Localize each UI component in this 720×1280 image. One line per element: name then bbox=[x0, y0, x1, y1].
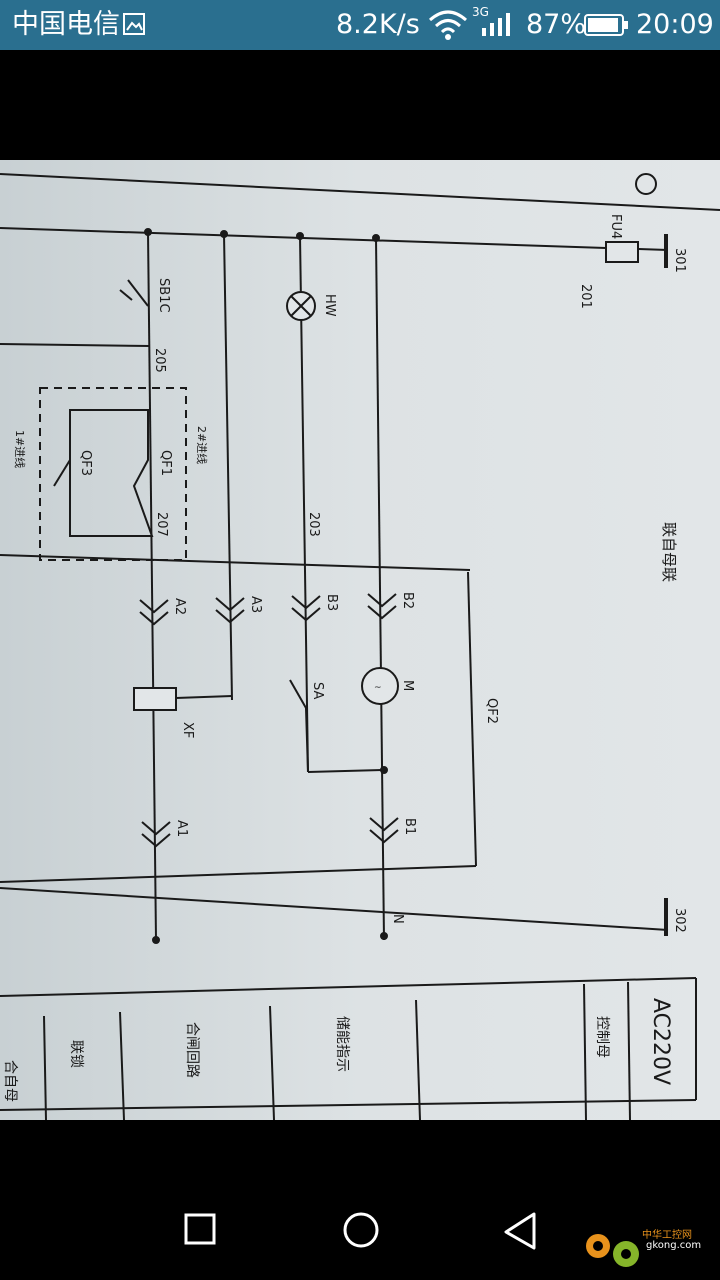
gear-logo-icon bbox=[586, 1234, 639, 1267]
label-fu4: FU4 bbox=[608, 214, 623, 239]
bus-line-top bbox=[0, 173, 720, 211]
wiring-diagram: 301 FU4 201 302 HW SB1C 205 203 207 QF1 … bbox=[0, 160, 720, 1120]
label-205: 205 bbox=[152, 348, 167, 373]
clock: 20:09 bbox=[636, 9, 714, 40]
gallery-notification-icon bbox=[123, 13, 145, 35]
motor-symbol: ~ bbox=[374, 683, 382, 693]
label-b1: B1 bbox=[402, 818, 417, 835]
label-m: M bbox=[400, 680, 415, 691]
bus-line-301 bbox=[0, 227, 669, 251]
label-a2: A2 bbox=[172, 598, 187, 615]
status-bar: 中国电信 8.2K/s 3G 87% 20:09 bbox=[0, 0, 720, 50]
label-hw: HW bbox=[322, 294, 337, 317]
table-voltage: AC220V bbox=[648, 998, 673, 1085]
watermark-name: 中华工控网 bbox=[642, 1230, 692, 1241]
battery-icon bbox=[584, 14, 628, 36]
circle-icon bbox=[343, 1212, 379, 1248]
label-qf3: QF3 bbox=[78, 450, 93, 476]
label-note2: 1#进线 bbox=[13, 430, 27, 468]
watermark-url: gkong.com bbox=[646, 1240, 702, 1251]
back-triangle-icon bbox=[504, 1212, 536, 1250]
network-speed: 8.2K/s bbox=[336, 9, 420, 40]
table-col-closing-circuit: 合闸回路 bbox=[184, 1022, 200, 1078]
label-note1: 2#进线 bbox=[195, 426, 209, 464]
table-col-interlock: 联锁 bbox=[68, 1040, 84, 1068]
label-a1: A1 bbox=[174, 820, 189, 837]
table-col-storage-indicator: 储能指示 bbox=[334, 1016, 350, 1072]
back-button[interactable] bbox=[486, 1195, 556, 1265]
label-qf1: QF1 bbox=[158, 450, 173, 476]
square-icon bbox=[184, 1213, 216, 1245]
label-b2: B2 bbox=[400, 592, 415, 609]
carrier-label: 中国电信 bbox=[12, 9, 120, 40]
network-type: 3G bbox=[472, 5, 489, 19]
label-203: 203 bbox=[306, 512, 321, 537]
label-b3: B3 bbox=[324, 594, 339, 611]
label-xf: XF bbox=[180, 722, 195, 738]
label-qf2: QF2 bbox=[484, 698, 499, 724]
watermark: 中华工控网 gkong.com bbox=[582, 1222, 718, 1274]
bus-line-302 bbox=[0, 887, 669, 931]
label-301: 301 bbox=[672, 248, 687, 273]
diagram-photo[interactable]: 301 FU4 201 302 HW SB1C 205 203 207 QF1 … bbox=[0, 160, 720, 1120]
label-201: 201 bbox=[578, 284, 593, 309]
table-col-control-bus: 控制母 bbox=[594, 1016, 610, 1058]
label-sb1c: SB1C bbox=[156, 278, 171, 313]
recent-apps-button[interactable] bbox=[166, 1195, 236, 1265]
label-207: 207 bbox=[154, 512, 169, 537]
label-n: N bbox=[390, 914, 405, 924]
signal-icon bbox=[482, 13, 510, 36]
label-sa: SA bbox=[310, 682, 325, 699]
diagram-heading: 联自母联 bbox=[660, 522, 678, 582]
label-a3: A3 bbox=[248, 596, 263, 613]
table-col-bus: 合自母 bbox=[2, 1060, 18, 1102]
home-button[interactable] bbox=[326, 1195, 396, 1265]
battery-percent: 87% bbox=[526, 9, 587, 40]
label-302: 302 bbox=[672, 908, 687, 933]
wifi-icon bbox=[429, 10, 467, 40]
